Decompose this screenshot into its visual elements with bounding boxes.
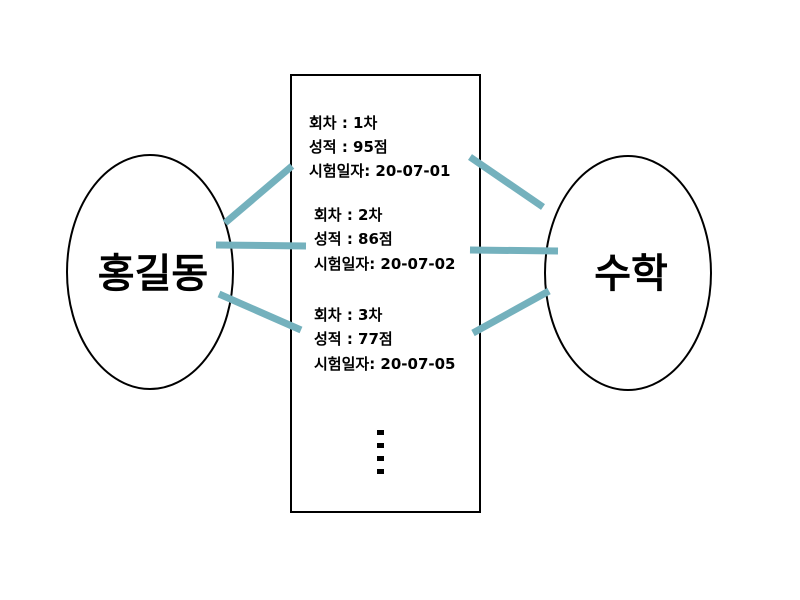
- record-2-score: 성적 : 86점: [314, 230, 393, 248]
- record-2-date: 시험일자: 20-07-02: [314, 255, 456, 273]
- connector-left-1: [222, 163, 295, 226]
- left-entity: 홍길동: [66, 154, 234, 390]
- right-connectors: [468, 154, 559, 337]
- left-connectors: [215, 163, 307, 334]
- record-2-round: 회차 : 2차: [314, 206, 382, 224]
- record-box: [290, 74, 481, 513]
- connector-right-3: [471, 287, 551, 337]
- ellipsis-dot-3: [377, 456, 384, 461]
- ellipsis-dot-2: [377, 443, 384, 448]
- ellipsis-dot-1: [377, 430, 384, 435]
- left-entity-ellipse: [66, 154, 234, 390]
- record-1-date: 시험일자: 20-07-01: [309, 162, 451, 180]
- right-entity-label: 수학: [594, 251, 668, 297]
- record-3-date: 시험일자: 20-07-05: [314, 355, 456, 373]
- connector-right-1: [468, 154, 545, 210]
- more-records-ellipsis: [377, 430, 384, 474]
- right-entity-ellipse: [544, 155, 712, 391]
- record-entry-3: 회차 : 3차 성적 : 77점 시험일자: 20-07-05: [314, 306, 456, 373]
- record-1-round: 회차 : 1차: [309, 114, 377, 132]
- record-entry-1: 회차 : 1차 성적 : 95점 시험일자: 20-07-01: [309, 114, 451, 180]
- left-entity-label: 홍길동: [98, 251, 208, 297]
- connector-left-2: [215, 241, 307, 250]
- record-1-score: 성적 : 95점: [309, 138, 388, 156]
- right-entity: 수학: [544, 155, 712, 391]
- connector-left-3: [217, 290, 303, 334]
- connector-right-2: [469, 246, 559, 255]
- ellipsis-dot-4: [377, 469, 384, 474]
- record-entry-2: 회차 : 2차 성적 : 86점 시험일자: 20-07-02: [314, 206, 456, 273]
- record-3-round: 회차 : 3차: [314, 306, 382, 324]
- record-3-score: 성적 : 77점: [314, 330, 393, 348]
